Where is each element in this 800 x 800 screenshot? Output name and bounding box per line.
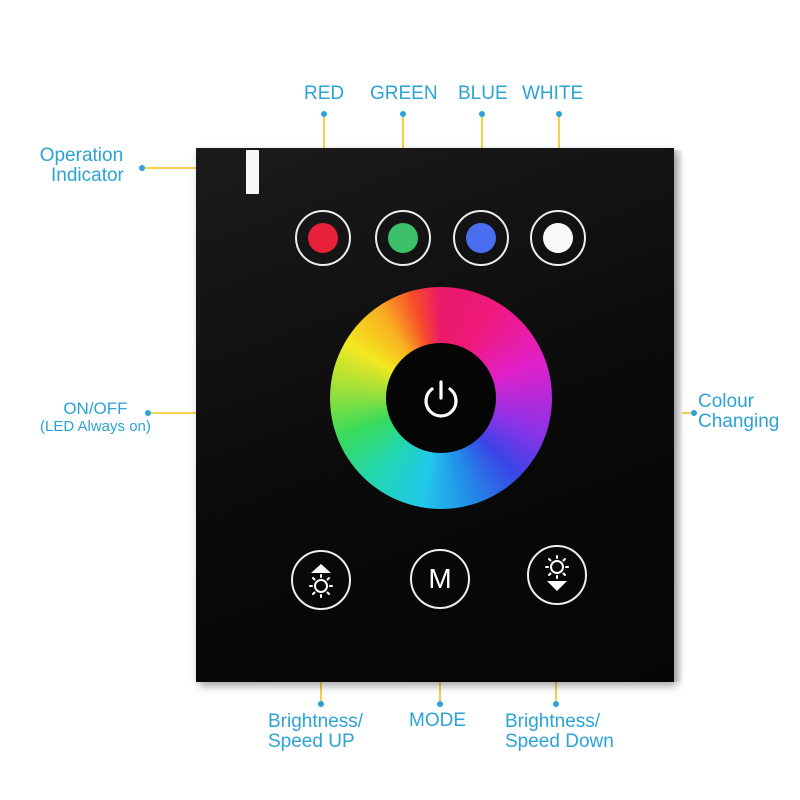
mode-button[interactable]: M — [410, 549, 470, 609]
label-onoff-line1: ON/OFF — [63, 399, 128, 418]
green-dot-icon — [388, 223, 418, 253]
label-colour-line1: Colour — [698, 391, 754, 412]
label-colour-line2: Changing — [698, 411, 780, 432]
operation-indicator-light — [246, 150, 259, 194]
label-brightness-down: Brightness/ Speed Down — [505, 712, 614, 752]
label-onoff: ON/OFF (LED Always on) — [40, 399, 151, 435]
label-operation-line1: Operation — [39, 145, 124, 166]
label-colour-changing: Colour Changing — [698, 392, 779, 432]
label-white: WHITE — [522, 83, 584, 104]
red-dot-icon — [308, 223, 338, 253]
label-brightness-up: Brightness/ Speed UP — [268, 712, 363, 752]
label-operation-line2: Indicator — [51, 165, 124, 186]
brightness-down-icon — [545, 555, 569, 591]
brightness-up-icon — [309, 564, 333, 598]
green-button[interactable] — [375, 210, 431, 266]
label-bright-down-line2: Speed Down — [505, 731, 614, 752]
label-green: GREEN — [370, 83, 438, 104]
panel-edge — [672, 150, 682, 682]
label-bright-up-line2: Speed UP — [268, 731, 355, 752]
label-mode: MODE — [409, 710, 466, 731]
label-blue: BLUE — [458, 83, 508, 104]
mode-button-text: M — [428, 563, 452, 594]
label-onoff-line2: (LED Always on) — [40, 418, 151, 435]
power-button[interactable] — [386, 343, 496, 453]
label-operation-indicator: Operation Indicator — [39, 146, 124, 186]
label-red: RED — [304, 83, 345, 104]
brightness-up-button[interactable] — [291, 550, 351, 610]
power-icon — [424, 380, 458, 418]
blue-dot-icon — [466, 223, 496, 253]
label-bright-up-line1: Brightness/ — [268, 711, 364, 732]
brightness-down-button[interactable] — [527, 545, 587, 605]
blue-button[interactable] — [453, 210, 509, 266]
label-bright-down-line1: Brightness/ — [505, 711, 601, 732]
red-button[interactable] — [295, 210, 351, 266]
white-dot-icon — [543, 223, 573, 253]
white-button[interactable] — [530, 210, 586, 266]
